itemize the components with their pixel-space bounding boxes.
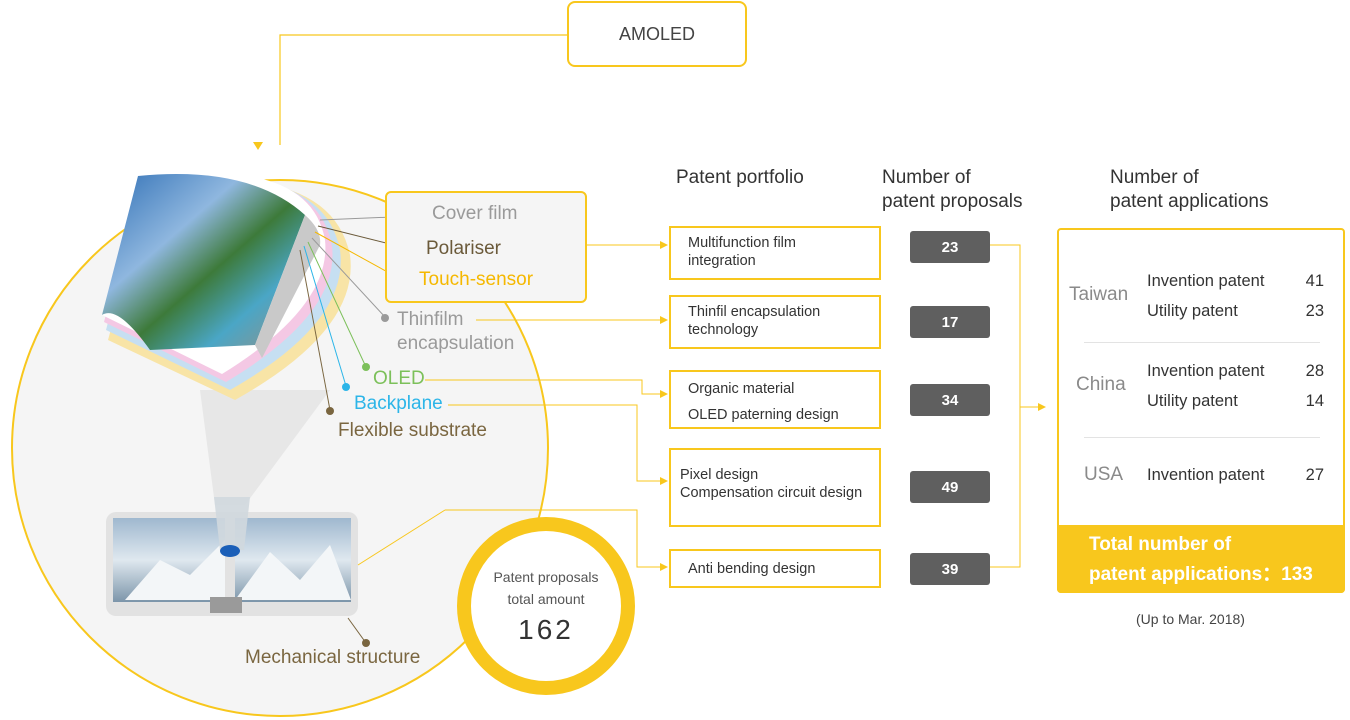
proposal-count: 23: [910, 231, 990, 263]
label-thinfilm-1: Thinfilm: [397, 309, 464, 331]
proposals-total-label-1: Patent proposals: [493, 566, 598, 588]
label-touch-sensor: Touch-sensor: [419, 269, 533, 291]
proposals-total-label-2: total amount: [507, 588, 584, 610]
patent-type: Invention patent: [1147, 466, 1264, 485]
label-backplane: Backplane: [354, 393, 443, 415]
patent-count: 41: [1294, 272, 1324, 291]
portfolio-item: Anti bending design: [669, 549, 881, 588]
proposals-total-value: 162: [518, 614, 574, 646]
portfolio-item-line1: Anti bending design: [688, 560, 879, 578]
patent-count: 14: [1294, 392, 1324, 411]
total-applications-bar: Total number of patent applications：133: [1057, 525, 1345, 593]
portfolio-item: Pixel design Compensation circuit design: [669, 448, 881, 527]
portfolio-item-line2: technology: [688, 321, 879, 339]
patent-type: Invention patent: [1147, 272, 1264, 291]
header-applications: Number of patent applications: [1110, 166, 1268, 214]
header-proposals-line1: Number of: [882, 166, 1023, 190]
amoled-title: AMOLED: [619, 24, 695, 45]
label-mechanical-structure: Mechanical structure: [245, 647, 420, 669]
patent-count: 27: [1294, 466, 1324, 485]
amoled-arrow: [253, 142, 263, 150]
patent-type: Utility patent: [1147, 392, 1238, 411]
country-china: China: [1076, 374, 1126, 396]
label-cover-film: Cover film: [432, 203, 518, 225]
country-taiwan: Taiwan: [1069, 284, 1128, 306]
proposal-count: 17: [910, 306, 990, 338]
header-proposals: Number of patent proposals: [882, 166, 1023, 214]
portfolio-item-line2: OLED paterning design: [688, 402, 879, 428]
proposal-count: 49: [910, 471, 990, 503]
portfolio-item: Multifunction film integration: [669, 226, 881, 280]
label-polariser: Polariser: [426, 238, 501, 260]
header-proposals-line2: patent proposals: [882, 190, 1023, 214]
portfolio-item-line1: Thinfil encapsulation: [688, 303, 879, 321]
proposal-count: 39: [910, 553, 990, 585]
total-line2: patent applications：133: [1089, 560, 1345, 590]
country-usa: USA: [1084, 464, 1123, 486]
header-applications-line2: patent applications: [1110, 190, 1268, 214]
proposals-total-ring: Patent proposals total amount 162: [457, 517, 635, 695]
portfolio-item-line1: Organic material: [688, 376, 879, 402]
patent-count: 28: [1294, 362, 1324, 381]
label-thinfilm-2: encapsulation: [397, 333, 514, 355]
amoled-title-box: AMOLED: [567, 1, 747, 67]
portfolio-item-line2: Compensation circuit design: [680, 484, 879, 502]
patent-count: 23: [1294, 302, 1324, 321]
proposal-count: 34: [910, 384, 990, 416]
portfolio-item: Organic material OLED paterning design: [669, 370, 881, 429]
header-applications-line1: Number of: [1110, 166, 1268, 190]
portfolio-item-line2: integration: [688, 252, 879, 270]
divider: [1084, 342, 1320, 343]
portfolio-item: Thinfil encapsulation technology: [669, 295, 881, 349]
divider: [1084, 437, 1320, 438]
patent-type: Invention patent: [1147, 362, 1264, 381]
portfolio-item-line1: Pixel design: [680, 466, 879, 484]
date-note: (Up to Mar. 2018): [1136, 611, 1245, 627]
portfolio-item-line1: Multifunction film: [688, 234, 879, 252]
total-line1: Total number of: [1089, 530, 1345, 560]
amoled-connector: [280, 35, 567, 145]
patent-type: Utility patent: [1147, 302, 1238, 321]
header-portfolio: Patent portfolio: [676, 166, 804, 190]
foldable-device-illustration: [106, 497, 358, 616]
label-flexible-substrate: Flexible substrate: [338, 420, 487, 442]
label-oled: OLED: [373, 368, 425, 390]
